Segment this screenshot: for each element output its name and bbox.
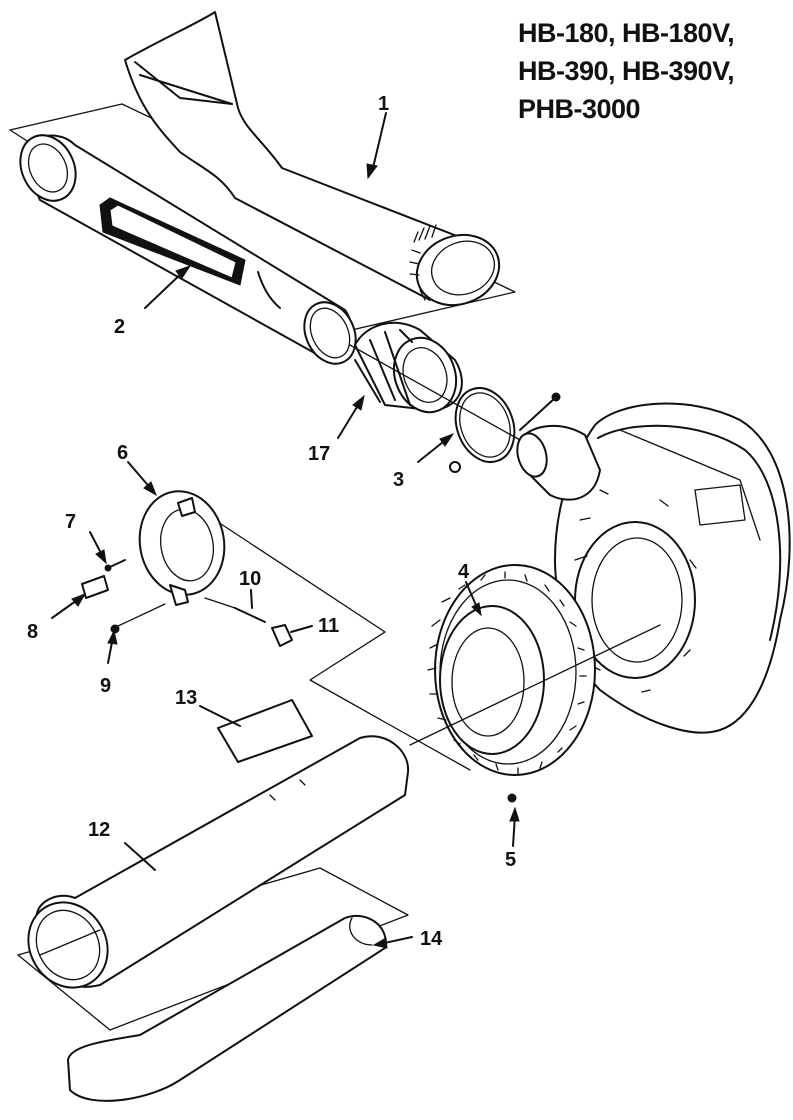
assembly-axis-lines [39,344,661,956]
callout-4: 4 [458,561,470,583]
callout-10: 10 [239,568,261,590]
model-title: HB-180, HB-180V, HB-390, HB-390V, PHB-30… [518,14,790,128]
part-6-throttle-plate [138,490,226,606]
part-9-screw [110,603,166,634]
callout-13: 13 [175,687,197,709]
callout-3: 3 [393,469,404,491]
callout-6: 6 [117,442,128,464]
part-8-pad [81,575,109,599]
part-10-spring [204,597,266,623]
blower-housing [516,402,791,734]
part-11-clip [271,624,293,647]
callout-8: 8 [27,621,38,643]
part-2-intake-tube [19,134,357,365]
model-line-2: HB-390, HB-390V, [518,56,735,86]
part-4-fan-impeller [427,564,596,776]
callout-7: 7 [65,511,76,533]
model-line-3: PHB-3000 [518,94,641,124]
callout-9: 9 [100,675,111,697]
callout-5: 5 [505,849,516,871]
callout-1: 1 [378,93,389,115]
callout-14: 14 [420,928,443,950]
callout-17: 17 [308,443,330,465]
part-3-clamp-ring [449,387,561,473]
part-14-nozzle [67,914,387,1102]
model-line-1: HB-180, HB-180V, [518,18,735,48]
part-5-screw [507,793,517,803]
part-13-label [217,699,313,763]
callout-12: 12 [88,819,110,841]
callout-11: 11 [318,615,339,637]
part-17-coupling-sleeve [354,321,463,414]
part-7-small-screw [104,559,126,572]
parts-6-11-sheet [81,490,471,771]
part-12-outlet-tube [17,735,410,1031]
leader-lines [51,112,520,949]
callout-2: 2 [114,316,125,338]
callout-labels: 1 2 3 4 5 6 7 8 9 10 11 12 13 14 17 [27,93,516,950]
